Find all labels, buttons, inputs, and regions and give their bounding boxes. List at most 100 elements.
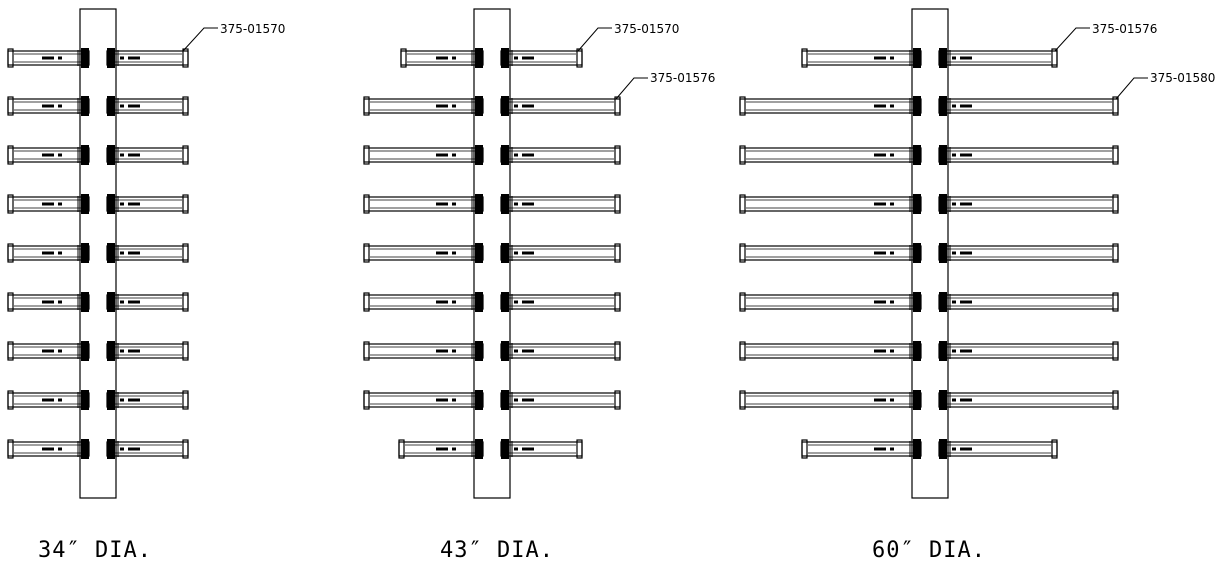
marking xyxy=(452,153,456,157)
end-cap xyxy=(1112,194,1119,214)
tube-body xyxy=(500,441,583,457)
tube-body xyxy=(938,50,1058,66)
tube-bar xyxy=(106,341,189,361)
end-cap xyxy=(7,194,14,214)
marking xyxy=(960,300,972,304)
marking xyxy=(42,104,54,108)
tube-bar xyxy=(398,439,484,459)
end-cap xyxy=(1051,48,1058,68)
marking xyxy=(514,251,518,255)
tube-bar xyxy=(500,145,621,165)
tube-body xyxy=(363,196,484,212)
marking xyxy=(522,251,534,255)
end-cap xyxy=(182,194,189,214)
marking xyxy=(120,398,124,402)
end-cap xyxy=(1112,390,1119,410)
end-cap xyxy=(1112,96,1119,116)
end-cap xyxy=(363,292,370,312)
marking xyxy=(42,349,54,353)
marking xyxy=(128,251,140,255)
tube-bar xyxy=(739,292,922,312)
diameter-label: 34″ DIA. xyxy=(38,538,152,563)
clamp-block xyxy=(939,243,947,263)
end-cap xyxy=(739,145,746,165)
clamp-block xyxy=(939,341,947,361)
tube-body xyxy=(500,50,583,66)
tube-body xyxy=(106,294,189,310)
clamp-block xyxy=(939,439,947,459)
tube-bar xyxy=(106,439,189,459)
marking xyxy=(514,56,518,60)
end-cap xyxy=(739,243,746,263)
tube-bar xyxy=(801,439,922,459)
marking xyxy=(452,251,456,255)
marking xyxy=(128,56,140,60)
tube-bar xyxy=(7,243,90,263)
tube-bar xyxy=(7,96,90,116)
end-cap xyxy=(1112,341,1119,361)
end-cap xyxy=(7,145,14,165)
tube-body xyxy=(500,245,621,261)
clamp-block xyxy=(475,243,483,263)
clamp-block xyxy=(81,145,89,165)
marking xyxy=(890,447,894,451)
marking xyxy=(522,349,534,353)
marking xyxy=(952,104,956,108)
clamp-block xyxy=(107,145,115,165)
marking xyxy=(874,56,886,60)
callout-part-number: 375-01576 xyxy=(650,71,715,85)
tube-bar xyxy=(500,96,621,116)
clamp-block xyxy=(939,145,947,165)
tube-bar xyxy=(363,292,484,312)
marking xyxy=(452,349,456,353)
marking xyxy=(952,349,956,353)
end-cap xyxy=(182,96,189,116)
tube-body xyxy=(106,392,189,408)
tube-bar xyxy=(938,292,1119,312)
tube-bar xyxy=(7,194,90,214)
end-cap xyxy=(739,292,746,312)
callout-leader xyxy=(615,77,648,100)
tube-bar xyxy=(500,48,583,68)
tube-body xyxy=(801,50,922,66)
marking xyxy=(452,56,456,60)
marking xyxy=(436,56,448,60)
tube-bar xyxy=(363,96,484,116)
clamp-block xyxy=(107,390,115,410)
callout-part-number: 375-01570 xyxy=(220,22,285,36)
clamp-block xyxy=(107,48,115,68)
marking xyxy=(436,349,448,353)
marking xyxy=(128,300,140,304)
tube-bar xyxy=(938,243,1119,263)
tube-bar xyxy=(500,439,583,459)
tube-bar xyxy=(106,390,189,410)
end-cap xyxy=(739,96,746,116)
assembly-60-dia: 375-01576 375-01580 60″ DIA. xyxy=(739,8,1215,563)
marking xyxy=(960,398,972,402)
clamp-block xyxy=(107,439,115,459)
marking xyxy=(522,153,534,157)
marking xyxy=(42,398,54,402)
clamp-block xyxy=(475,48,483,68)
marking xyxy=(952,398,956,402)
end-cap xyxy=(182,145,189,165)
tube-bar xyxy=(801,48,922,68)
tube-bar xyxy=(363,341,484,361)
marking xyxy=(120,202,124,206)
marking xyxy=(436,153,448,157)
marking xyxy=(890,251,894,255)
marking xyxy=(874,447,886,451)
clamp-block xyxy=(939,194,947,214)
marking xyxy=(452,300,456,304)
end-cap xyxy=(576,48,583,68)
marking xyxy=(42,202,54,206)
end-cap xyxy=(7,341,14,361)
end-cap xyxy=(614,292,621,312)
marking xyxy=(436,447,448,451)
marking xyxy=(58,447,62,451)
marking xyxy=(522,56,534,60)
tube-body xyxy=(106,98,189,114)
end-cap xyxy=(363,341,370,361)
clamp-block xyxy=(475,194,483,214)
end-cap xyxy=(614,96,621,116)
